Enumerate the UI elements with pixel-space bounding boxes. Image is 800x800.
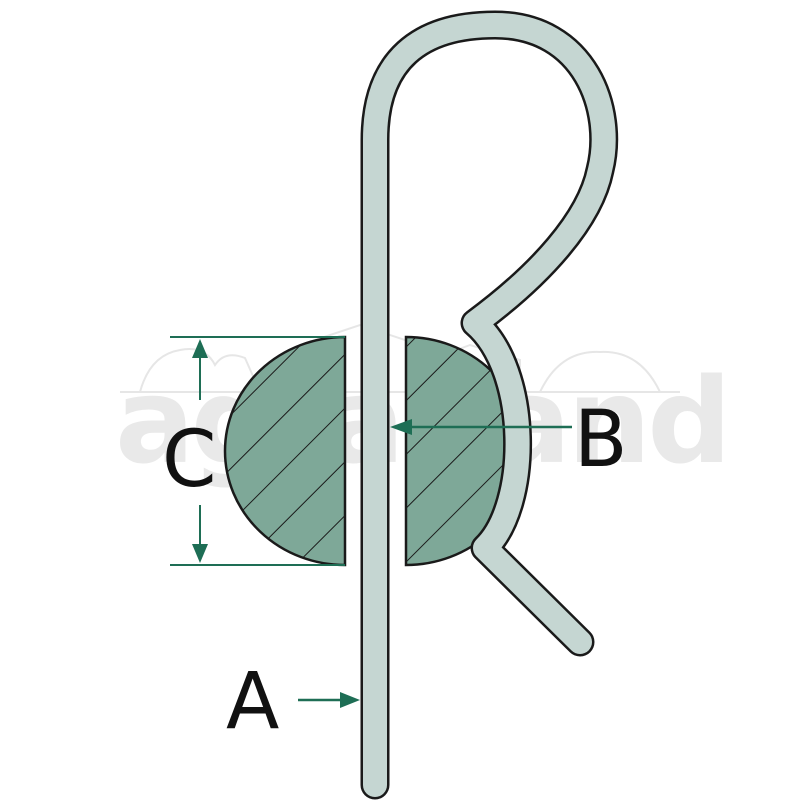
dimension-c-upper-arrowhead xyxy=(192,339,208,358)
arrow-b-head xyxy=(390,419,412,435)
cross-pin-left-half xyxy=(223,335,347,567)
arrow-b xyxy=(390,419,572,435)
dimension-c-lower-arrowhead xyxy=(192,544,208,563)
label-a: A xyxy=(226,657,279,747)
label-c: C xyxy=(162,415,216,505)
hair-pin-wire xyxy=(360,10,619,800)
arrow-a-head xyxy=(340,692,360,708)
dimension-c xyxy=(170,336,345,566)
arrow-a xyxy=(298,692,360,708)
label-b: B xyxy=(574,395,628,485)
hair-pin-wire-body xyxy=(363,13,616,797)
